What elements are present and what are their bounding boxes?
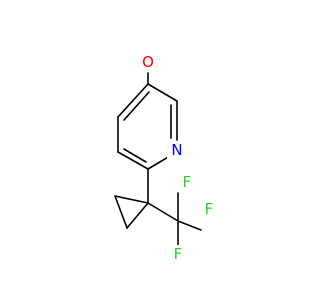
fluorine-atom-label: F — [168, 245, 188, 263]
bond-c6-c5-inner — [123, 148, 147, 163]
nitrogen-atom-label: N — [167, 141, 187, 159]
bond-cb-cq — [126, 202, 149, 229]
bond-ca-cb — [114, 195, 128, 229]
structure-canvas: O N F F F — [114, 53, 219, 263]
bond-c4-c3 — [117, 83, 149, 118]
fluorine-atom-label: F — [199, 200, 219, 218]
bond-n1-c6 — [147, 155, 171, 170]
fluorine-atom-label: F — [177, 173, 197, 191]
bond-c3-c2 — [147, 83, 178, 102]
bond-c6-c5 — [117, 151, 149, 170]
bond-layer — [114, 72, 202, 246]
bond-cq-cf3 — [147, 202, 179, 222]
bond-c4-c3-inner — [123, 91, 150, 121]
oxygen-atom-label: O — [138, 53, 158, 71]
bond-cq-ca — [114, 195, 149, 204]
bond-cf3-f2 — [177, 220, 202, 231]
